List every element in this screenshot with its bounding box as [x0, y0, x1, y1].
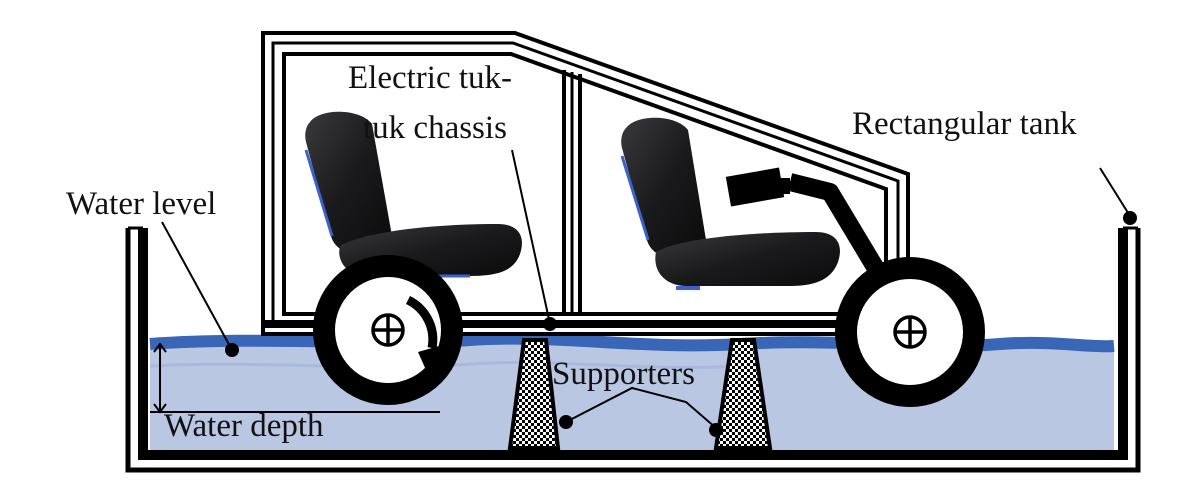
supporter-right — [713, 338, 773, 450]
tuktuk-chassis — [261, 31, 910, 336]
callout-tank — [1099, 167, 1137, 225]
supporters-label: Supporters — [552, 356, 695, 392]
water-level-label: Water level — [66, 186, 217, 222]
rotation-arrow-icon — [405, 295, 446, 370]
water-depth-label: Water depth — [164, 408, 324, 444]
steering-bar — [725, 167, 886, 277]
water-depth-indicator — [150, 342, 440, 414]
rectangular-tank-label: Rectangular tank — [852, 106, 1077, 142]
wheel-hub-icon — [371, 313, 405, 347]
callout-water-level — [161, 221, 239, 357]
callout-chassis — [511, 149, 557, 331]
supporter-left — [507, 338, 561, 450]
front-wheel — [835, 257, 985, 407]
callout-supporters — [559, 386, 723, 437]
chassis-label-line2: tuk chassis — [363, 110, 507, 146]
rear-wheel — [313, 255, 463, 405]
water-depth-boundary — [149, 360, 741, 370]
wheel-hub-icon — [893, 315, 927, 349]
rectangular-tank — [125, 226, 1141, 473]
rear-seat — [620, 117, 840, 290]
chassis-label-line1: Electric tuk- — [348, 60, 513, 96]
